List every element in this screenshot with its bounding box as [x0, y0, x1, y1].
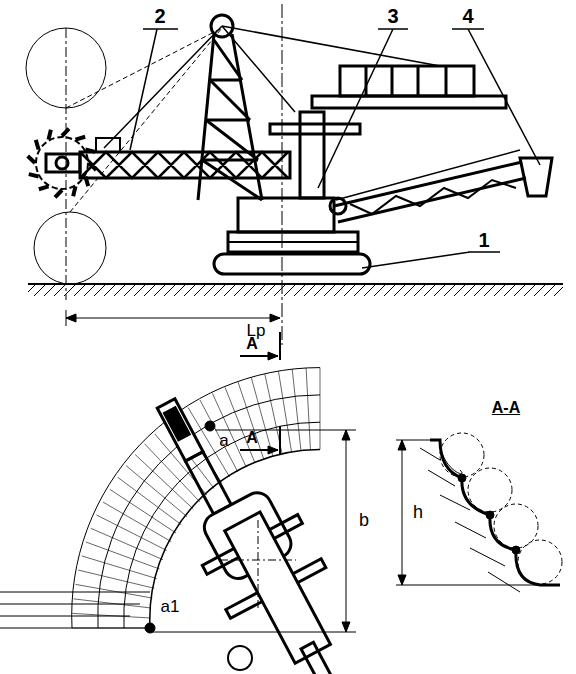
bucket: [28, 156, 35, 163]
bench-hatch: [97, 515, 120, 527]
bench-hatch: [104, 576, 129, 582]
bench-hatch: [306, 368, 307, 395]
bench-hatch: [135, 454, 154, 472]
bench-hatch: [167, 500, 187, 517]
bench-hatch: [135, 560, 160, 569]
bucket: [62, 129, 69, 136]
bench-hatch: [115, 539, 139, 549]
bench-hatch: [155, 434, 172, 454]
bench-hatch: [110, 489, 132, 504]
callout-number: 3: [387, 6, 398, 26]
bench-hatch: [101, 589, 127, 594]
dimension-label: A: [246, 430, 258, 446]
bucket: [85, 177, 88, 187]
bench-hatch: [110, 551, 135, 560]
bucket: [89, 163, 96, 170]
dimension-label: A: [246, 336, 258, 352]
bench-hatch: [174, 491, 193, 509]
bucket: [73, 186, 75, 196]
bench-hatch: [238, 382, 247, 408]
bench-hatch: [298, 423, 301, 450]
bench-hatch: [107, 563, 132, 571]
bench-hatch: [103, 502, 126, 515]
bucket: [76, 137, 86, 140]
bench-hatch: [200, 400, 213, 424]
bench-hatch: [76, 584, 102, 589]
callout-number: 4: [462, 6, 473, 26]
bench-hatch: [265, 374, 271, 401]
bench-hatch: [120, 527, 143, 539]
dimension-label: b: [357, 511, 371, 529]
bucket: [29, 174, 39, 176]
bench-hatch: [259, 404, 266, 430]
bench-hatch: [145, 444, 163, 463]
bench-hatch: [154, 473, 173, 491]
bench-hatch: [127, 594, 153, 599]
bench-hatch: [124, 616, 150, 618]
bench-hatch: [118, 477, 139, 493]
section-label: A-A: [492, 400, 520, 416]
bucket: [49, 130, 51, 140]
bench-hatch: [146, 483, 166, 500]
bench-hatch: [148, 528, 171, 541]
bench-hatch: [129, 582, 154, 588]
bench-hatch: [276, 427, 282, 454]
bench-hatch: [225, 387, 235, 412]
bench-hatch: [271, 401, 277, 428]
bench-hatch: [86, 542, 111, 551]
bench-hatch: [235, 413, 245, 438]
bench-hatch: [225, 448, 238, 472]
bench-hatch: [154, 519, 176, 534]
dimension-label: h: [411, 503, 425, 521]
callout-number: 1: [478, 230, 489, 250]
bench-hatch: [160, 509, 181, 525]
bench-hatch: [82, 556, 107, 564]
bench-hatch: [309, 423, 310, 450]
dimension-label: a: [219, 432, 228, 449]
bench-hatch: [320, 368, 321, 395]
bucket: [85, 150, 95, 152]
bench-hatch: [143, 539, 166, 551]
bench-hatch: [278, 371, 282, 398]
bucket: [39, 186, 49, 189]
bench-hatch: [132, 504, 154, 519]
bench-hatch: [74, 599, 100, 602]
bench-hatch: [139, 549, 163, 559]
bench-hatch: [139, 493, 160, 509]
bench-hatch: [320, 395, 321, 422]
bench-hatch: [235, 443, 246, 468]
bench-hatch: [132, 571, 157, 579]
bench-hatch: [72, 613, 98, 615]
bench-hatch: [320, 422, 321, 449]
bench-hatch: [126, 515, 149, 528]
bench-hatch: [251, 378, 258, 404]
bench-hatch: [292, 369, 295, 396]
callout-number: 2: [154, 6, 165, 26]
bucket: [55, 190, 62, 197]
bench-hatch: [78, 570, 103, 576]
bench-hatch: [283, 398, 287, 425]
bench-hatch: [295, 396, 298, 423]
dimension-label: a1: [161, 598, 180, 615]
bench-hatch: [163, 463, 181, 482]
bucket: [36, 140, 39, 150]
bench-hatch: [212, 393, 223, 418]
bench-hatch: [308, 395, 309, 422]
bench-hatch: [287, 425, 291, 452]
bench-hatch: [125, 605, 151, 608]
bench-hatch: [216, 454, 230, 477]
bench-hatch: [126, 466, 146, 483]
bench-hatch: [91, 528, 115, 538]
bench-hatch: [266, 430, 273, 456]
